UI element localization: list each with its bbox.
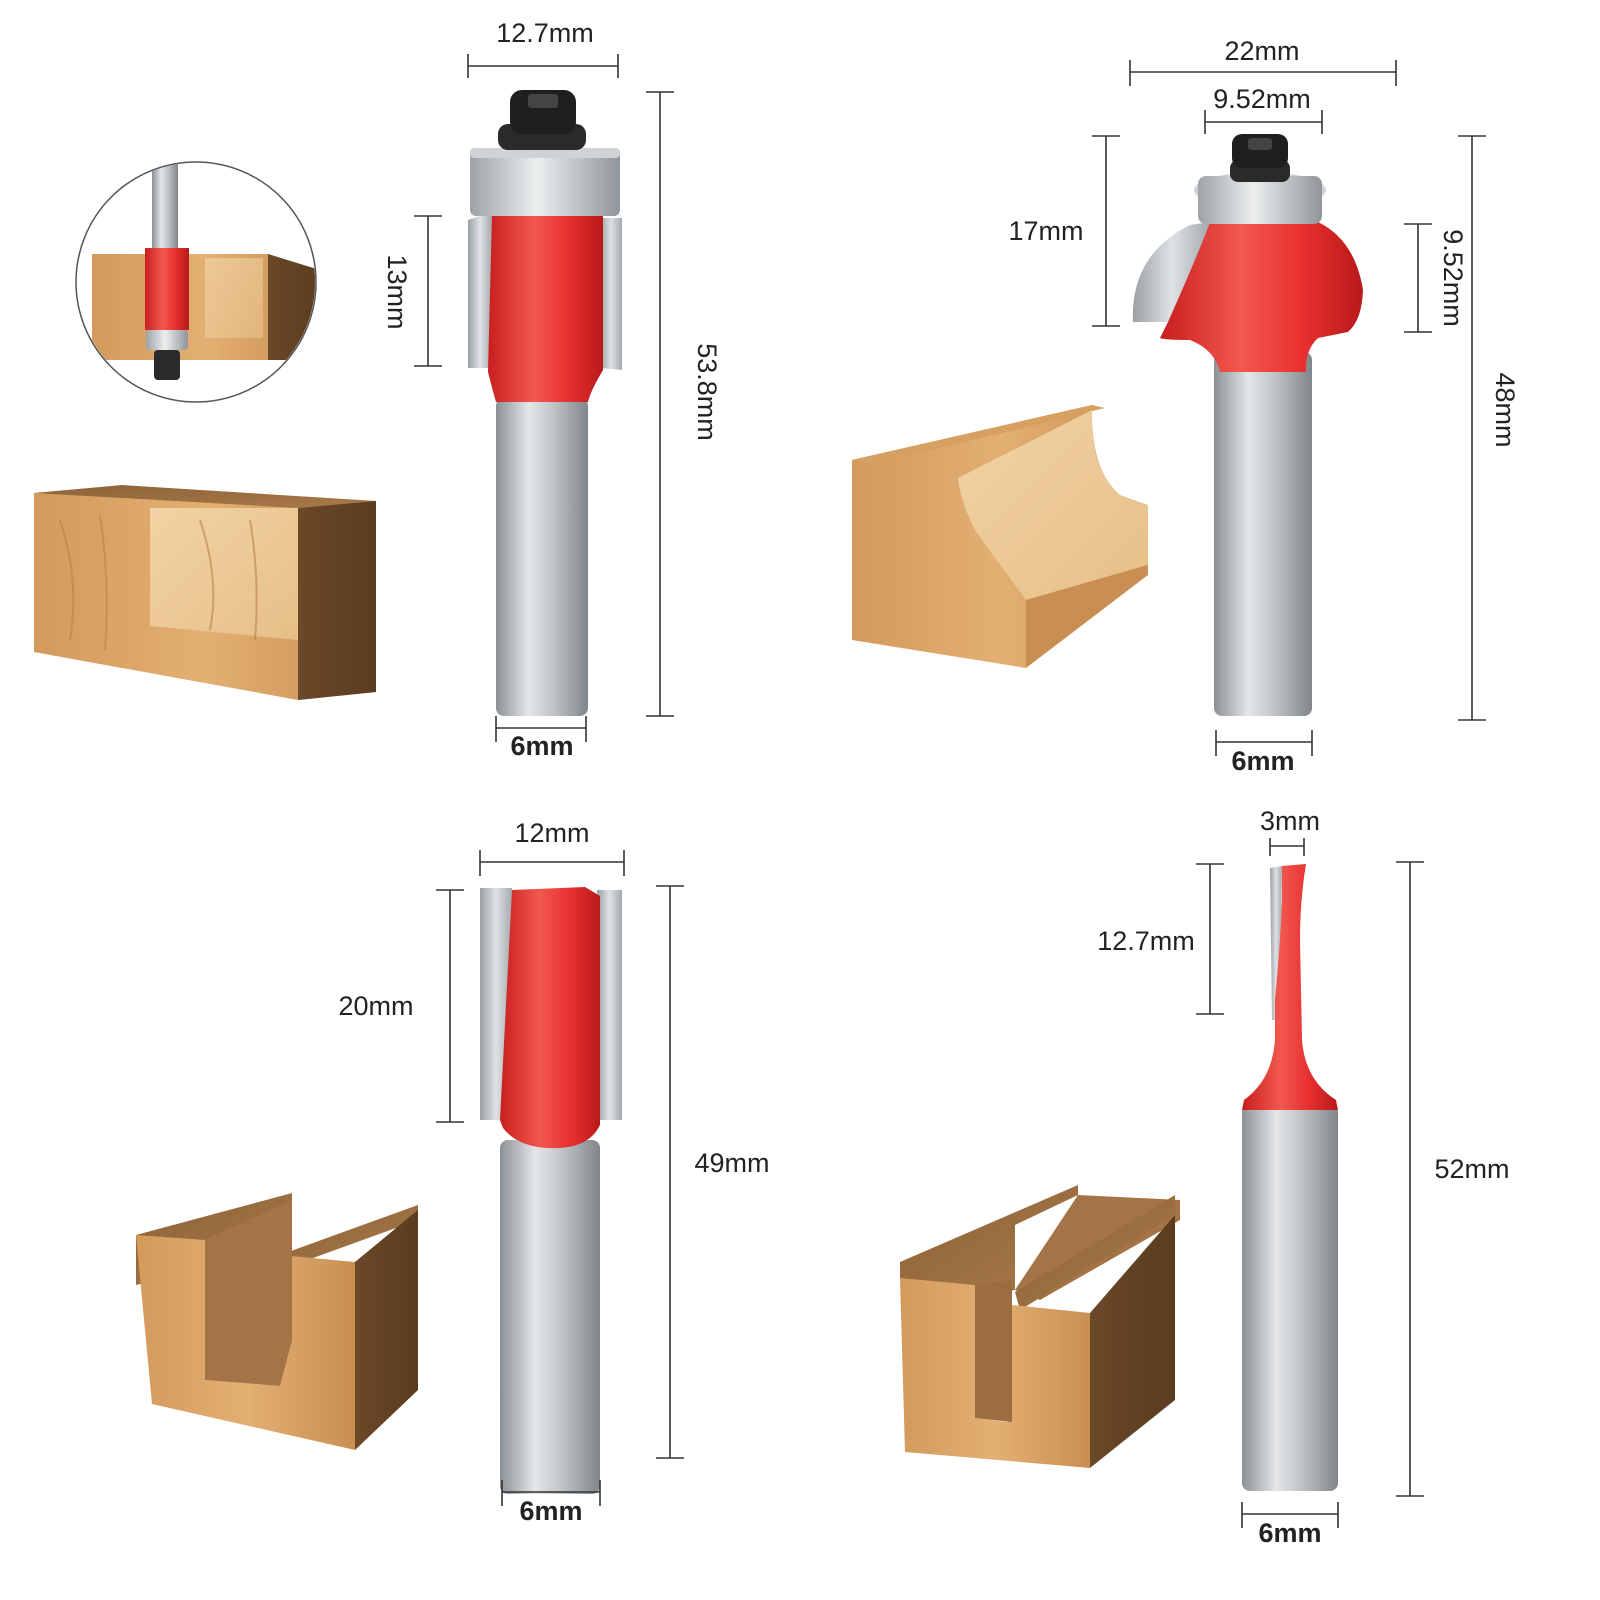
wood-sample-groove-narrow (900, 1185, 1180, 1468)
panel-flush-trim-bit (34, 90, 622, 716)
roundover-router-bit (1132, 134, 1363, 716)
label-straight12-top-width: 12mm (514, 818, 589, 848)
straight-router-bit-12mm (480, 887, 622, 1494)
panel-roundover-bit (852, 134, 1363, 716)
panel-straight-bit-3mm (900, 864, 1338, 1491)
label-straight3-top-width: 3mm (1260, 806, 1320, 836)
dimension-lines (414, 54, 1486, 1528)
label-roundover-shank: 6mm (1231, 746, 1294, 776)
straight-router-bit-3mm (1242, 864, 1338, 1491)
label-flush-cut-height: 13mm (382, 254, 412, 329)
label-roundover-cut-height: 17mm (1008, 216, 1083, 246)
panel-straight-bit-12mm (136, 887, 622, 1494)
label-roundover-outer-width: 22mm (1224, 36, 1299, 66)
label-straight3-cut-height: 12.7mm (1097, 926, 1195, 956)
label-roundover-radius: 9.52mm (1438, 229, 1468, 327)
label-straight12-overall-length: 49mm (694, 1148, 769, 1178)
dimension-labels: 12.7mm 13mm 53.8mm 6mm 22mm 9.52mm 17mm … (338, 18, 1520, 1548)
wood-sample-groove-wide (136, 1193, 418, 1450)
flush-trim-router-bit (468, 90, 622, 716)
label-roundover-bearing-width: 9.52mm (1213, 84, 1311, 114)
label-straight3-overall-length: 52mm (1434, 1154, 1509, 1184)
label-straight12-shank: 6mm (519, 1496, 582, 1526)
usage-inset-circle (75, 161, 317, 403)
label-flush-top-width: 12.7mm (496, 18, 594, 48)
label-flush-shank: 6mm (510, 731, 573, 761)
label-flush-overall-length: 53.8mm (692, 343, 722, 441)
wood-sample-block (34, 485, 376, 700)
label-straight12-cut-height: 20mm (338, 991, 413, 1021)
label-roundover-overall-length: 48mm (1490, 372, 1520, 447)
wood-sample-roundover (852, 405, 1148, 668)
label-straight3-shank: 6mm (1258, 1518, 1321, 1548)
